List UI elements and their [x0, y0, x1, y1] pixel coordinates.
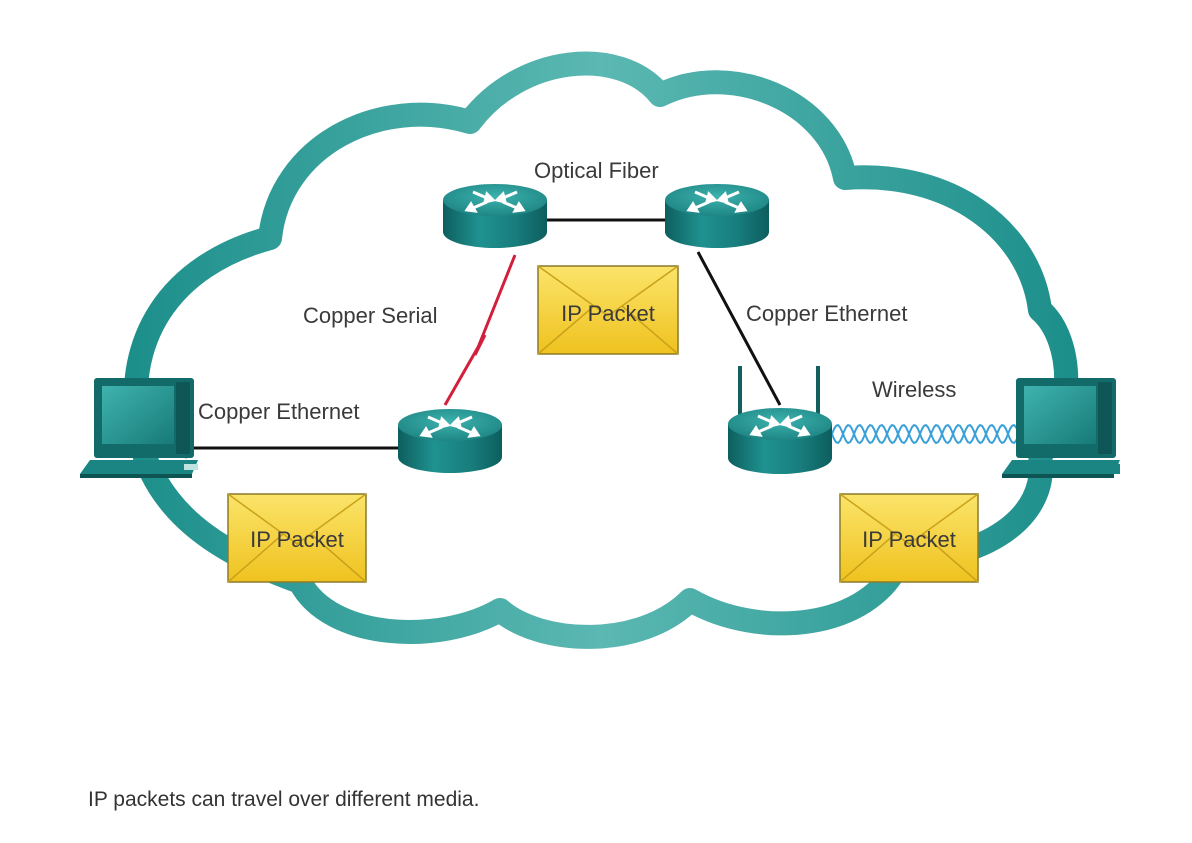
label-copper-ethernet-left: Copper Ethernet [198, 399, 359, 424]
label-optical-fiber: Optical Fiber [534, 158, 659, 183]
packet-label-right: IP Packet [862, 527, 956, 552]
router-icon [398, 409, 502, 473]
pc-icon [1002, 378, 1120, 478]
router-icon [443, 184, 547, 248]
wireless-router-icon [728, 366, 832, 474]
envelope-icon: IP Packet [839, 493, 979, 583]
packet-label-left: IP Packet [250, 527, 344, 552]
label-wireless: Wireless [872, 377, 956, 402]
envelope-icon: IP Packet [227, 493, 367, 583]
packet-label-center: IP Packet [561, 301, 655, 326]
copper-serial-link [443, 254, 517, 406]
label-copper-ethernet-right: Copper Ethernet [746, 301, 907, 326]
figure-caption: IP packets can travel over different med… [88, 788, 480, 811]
router-icon [665, 184, 769, 248]
pc-icon [80, 378, 198, 478]
envelope-icon: IP Packet [537, 265, 679, 355]
copper-ethernet-link-right [696, 251, 782, 406]
label-copper-serial: Copper Serial [303, 303, 438, 328]
cloud-icon [123, 51, 1079, 649]
wireless-link [831, 423, 1019, 445]
